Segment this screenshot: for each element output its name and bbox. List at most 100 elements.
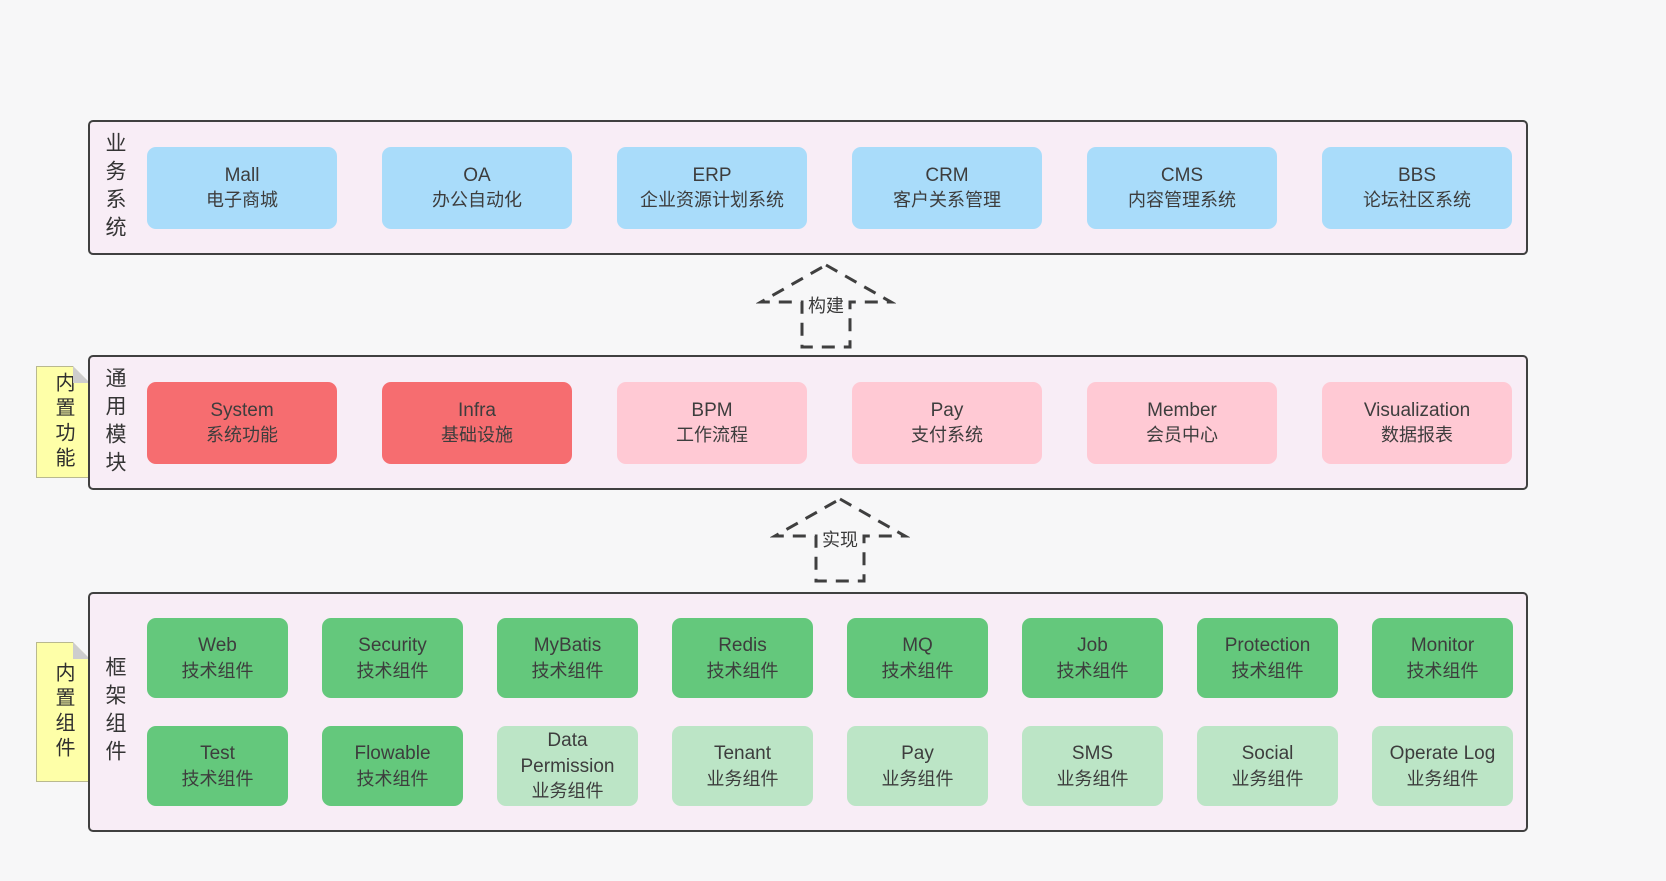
- box-title: System: [210, 399, 274, 421]
- box-sms: SMS 业务组件: [1022, 726, 1163, 806]
- box-visualization: Visualization 数据报表: [1322, 381, 1512, 464]
- box-subtitle: 技术组件: [1056, 660, 1129, 681]
- dashed-up-arrow-icon: [756, 263, 896, 349]
- box-title: Social: [1241, 743, 1294, 765]
- layer-business-systems-boxes: Mall 电子商城 OA 办公自动化 ERP 企业资源计划系统 CRM 客户关系管理 CMS 内容…: [147, 122, 1518, 253]
- box-subtitle: 技术组件: [1231, 660, 1304, 681]
- box-title: ERP: [692, 164, 732, 186]
- box-title: Web: [198, 635, 237, 657]
- box-subtitle: 会员中心: [1146, 425, 1218, 446]
- box-crm: CRM 客户关系管理: [852, 146, 1042, 229]
- box-title: Operate Log: [1389, 743, 1496, 765]
- box-title: Pay: [901, 743, 934, 765]
- box-data-permission: Data Permission 业务组件: [497, 726, 638, 806]
- box-operate-log: Operate Log 业务组件: [1372, 726, 1513, 806]
- box-title: Monitor: [1410, 635, 1475, 657]
- box-subtitle: 企业资源计划系统: [640, 190, 784, 211]
- box-subtitle: 技术组件: [181, 660, 254, 681]
- box-subtitle: 业务组件: [1406, 768, 1479, 789]
- box-title: Redis: [718, 635, 767, 657]
- box-mall: Mall 电子商城: [147, 146, 337, 229]
- box-title: Member: [1147, 399, 1217, 421]
- box-subtitle: 业务组件: [881, 768, 954, 789]
- box-title: Data Permission: [520, 730, 615, 777]
- box-subtitle: 系统功能: [206, 425, 278, 446]
- sticky-tag-builtin-features-label: 内置功能: [52, 372, 74, 472]
- box-title: SMS: [1071, 743, 1114, 765]
- box-subtitle: 内容管理系统: [1128, 190, 1236, 211]
- box-subtitle: 数据报表: [1381, 425, 1453, 446]
- box-tenant: Tenant 业务组件: [672, 726, 813, 806]
- box-subtitle: 技术组件: [356, 768, 429, 789]
- box-subtitle: 技术组件: [356, 660, 429, 681]
- box-subtitle: 工作流程: [676, 425, 748, 446]
- box-subtitle: 技术组件: [706, 660, 779, 681]
- box-bpm: BPM 工作流程: [617, 381, 807, 464]
- layer-business-systems-title: 业务系统: [103, 131, 126, 244]
- box-erp: ERP 企业资源计划系统: [617, 146, 807, 229]
- box-title: Job: [1077, 635, 1108, 657]
- arrow-up-build: 构建: [756, 260, 896, 350]
- arrow-build-label: 构建: [805, 292, 847, 318]
- box-title: Mall: [224, 164, 260, 186]
- box-title: Visualization: [1363, 399, 1471, 421]
- box-subtitle: 办公自动化: [432, 190, 522, 211]
- box-subtitle: 技术组件: [1406, 660, 1479, 681]
- box-member: Member 会员中心: [1087, 381, 1277, 464]
- box-subtitle: 支付系统: [911, 425, 983, 446]
- box-monitor: Monitor 技术组件: [1372, 618, 1513, 698]
- box-subtitle: 业务组件: [1231, 768, 1304, 789]
- box-title: Security: [358, 635, 427, 657]
- box-subtitle: 业务组件: [531, 781, 604, 802]
- arrow-implement-label: 实现: [819, 526, 861, 552]
- box-title: CMS: [1160, 164, 1204, 186]
- box-title: BPM: [691, 399, 733, 421]
- box-cms: CMS 内容管理系统: [1087, 146, 1277, 229]
- box-subtitle: 技术组件: [881, 660, 954, 681]
- dashed-up-arrow-icon: [770, 497, 910, 583]
- box-job: Job 技术组件: [1022, 618, 1163, 698]
- box-system: System 系统功能: [147, 381, 337, 464]
- box-title: Infra: [457, 399, 497, 421]
- box-subtitle: 客户关系管理: [893, 190, 1001, 211]
- box-title: Protection: [1224, 635, 1311, 657]
- box-redis: Redis 技术组件: [672, 618, 813, 698]
- box-social: Social 业务组件: [1197, 726, 1338, 806]
- box-web: Web 技术组件: [147, 618, 288, 698]
- box-subtitle: 论坛社区系统: [1363, 190, 1471, 211]
- box-oa: OA 办公自动化: [382, 146, 572, 229]
- box-mq: MQ 技术组件: [847, 618, 988, 698]
- box-subtitle: 业务组件: [1056, 768, 1129, 789]
- box-security: Security 技术组件: [322, 618, 463, 698]
- box-subtitle: 电子商城: [206, 190, 278, 211]
- sticky-tag-builtin-features: 内置功能: [36, 366, 90, 478]
- box-title: BBS: [1397, 164, 1437, 186]
- arrow-up-implement: 实现: [770, 494, 910, 584]
- module-row: Mall 电子商城 OA 办公自动化 ERP 企业资源计划系统 CRM 客户关系管理 CMS 内容…: [147, 146, 1518, 229]
- layer-common-modules-title: 通用模块: [103, 366, 126, 479]
- sticky-tag-builtin-components: 内置组件: [36, 642, 90, 782]
- box-title: MyBatis: [533, 635, 602, 657]
- box-protection: Protection 技术组件: [1197, 618, 1338, 698]
- box-title: Pay: [930, 399, 964, 421]
- layer-business-systems: 业务系统 Mall 电子商城 OA 办公自动化 ERP 企业资源计划系统 CRM 客户关系管理…: [88, 120, 1528, 255]
- box-title: OA: [463, 164, 491, 186]
- box-pay: Pay 业务组件: [847, 726, 988, 806]
- box-title: CRM: [925, 164, 969, 186]
- box-subtitle: 业务组件: [706, 768, 779, 789]
- box-title: MQ: [902, 635, 933, 657]
- box-pay: Pay 支付系统: [852, 381, 1042, 464]
- box-title: Tenant: [713, 743, 772, 765]
- box-title: Test: [200, 743, 235, 765]
